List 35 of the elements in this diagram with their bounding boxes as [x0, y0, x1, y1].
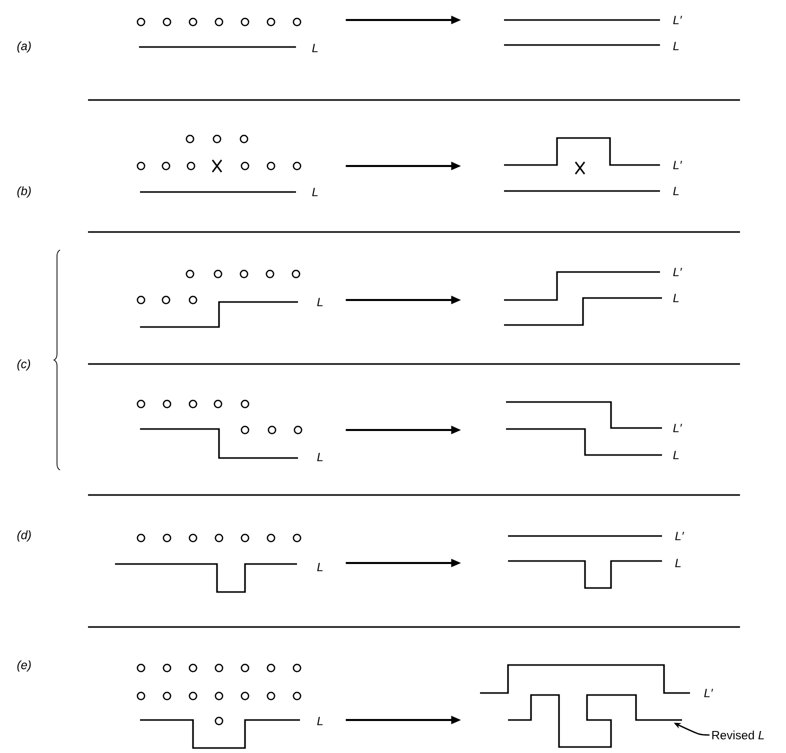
line-drawing: [115, 534, 302, 593]
line-label: L: [317, 562, 323, 572]
line-drawing: [136, 134, 302, 193]
panel-label: (b): [17, 186, 31, 198]
line-drawing: [136, 18, 302, 48]
line-label: L: [673, 186, 679, 196]
line-drawing: [508, 535, 662, 589]
line-label: L: [675, 558, 681, 568]
panel-label: (c): [17, 359, 30, 371]
line-label: L′: [673, 424, 682, 432]
line-label: L: [673, 450, 679, 460]
line-label: L: [317, 452, 323, 462]
panel-label: (d): [17, 530, 31, 542]
line-drawing: [506, 401, 662, 456]
line-label: L: [312, 188, 318, 196]
line-drawing: [504, 271, 662, 326]
line-label: L′: [673, 268, 682, 276]
line-label: L′: [675, 532, 684, 540]
line-label: L: [673, 42, 679, 50]
line-drawing: [136, 664, 302, 749]
line-label: L: [317, 716, 323, 726]
line-label: L: [312, 44, 318, 52]
line-drawing: [136, 400, 302, 459]
line-label: L: [317, 298, 323, 306]
leader-text: Revised L: [712, 730, 764, 740]
line-label: L′: [673, 16, 682, 24]
panel-label: (e): [17, 660, 31, 672]
line-drawing: [504, 137, 660, 192]
line-label: L: [673, 294, 679, 302]
line-label: L′: [673, 160, 682, 170]
line-drawing: [480, 664, 690, 748]
line-drawing: [504, 19, 660, 46]
line-label: L′: [704, 688, 714, 698]
line-drawing: [136, 270, 300, 328]
panel-label: (a): [17, 41, 31, 53]
